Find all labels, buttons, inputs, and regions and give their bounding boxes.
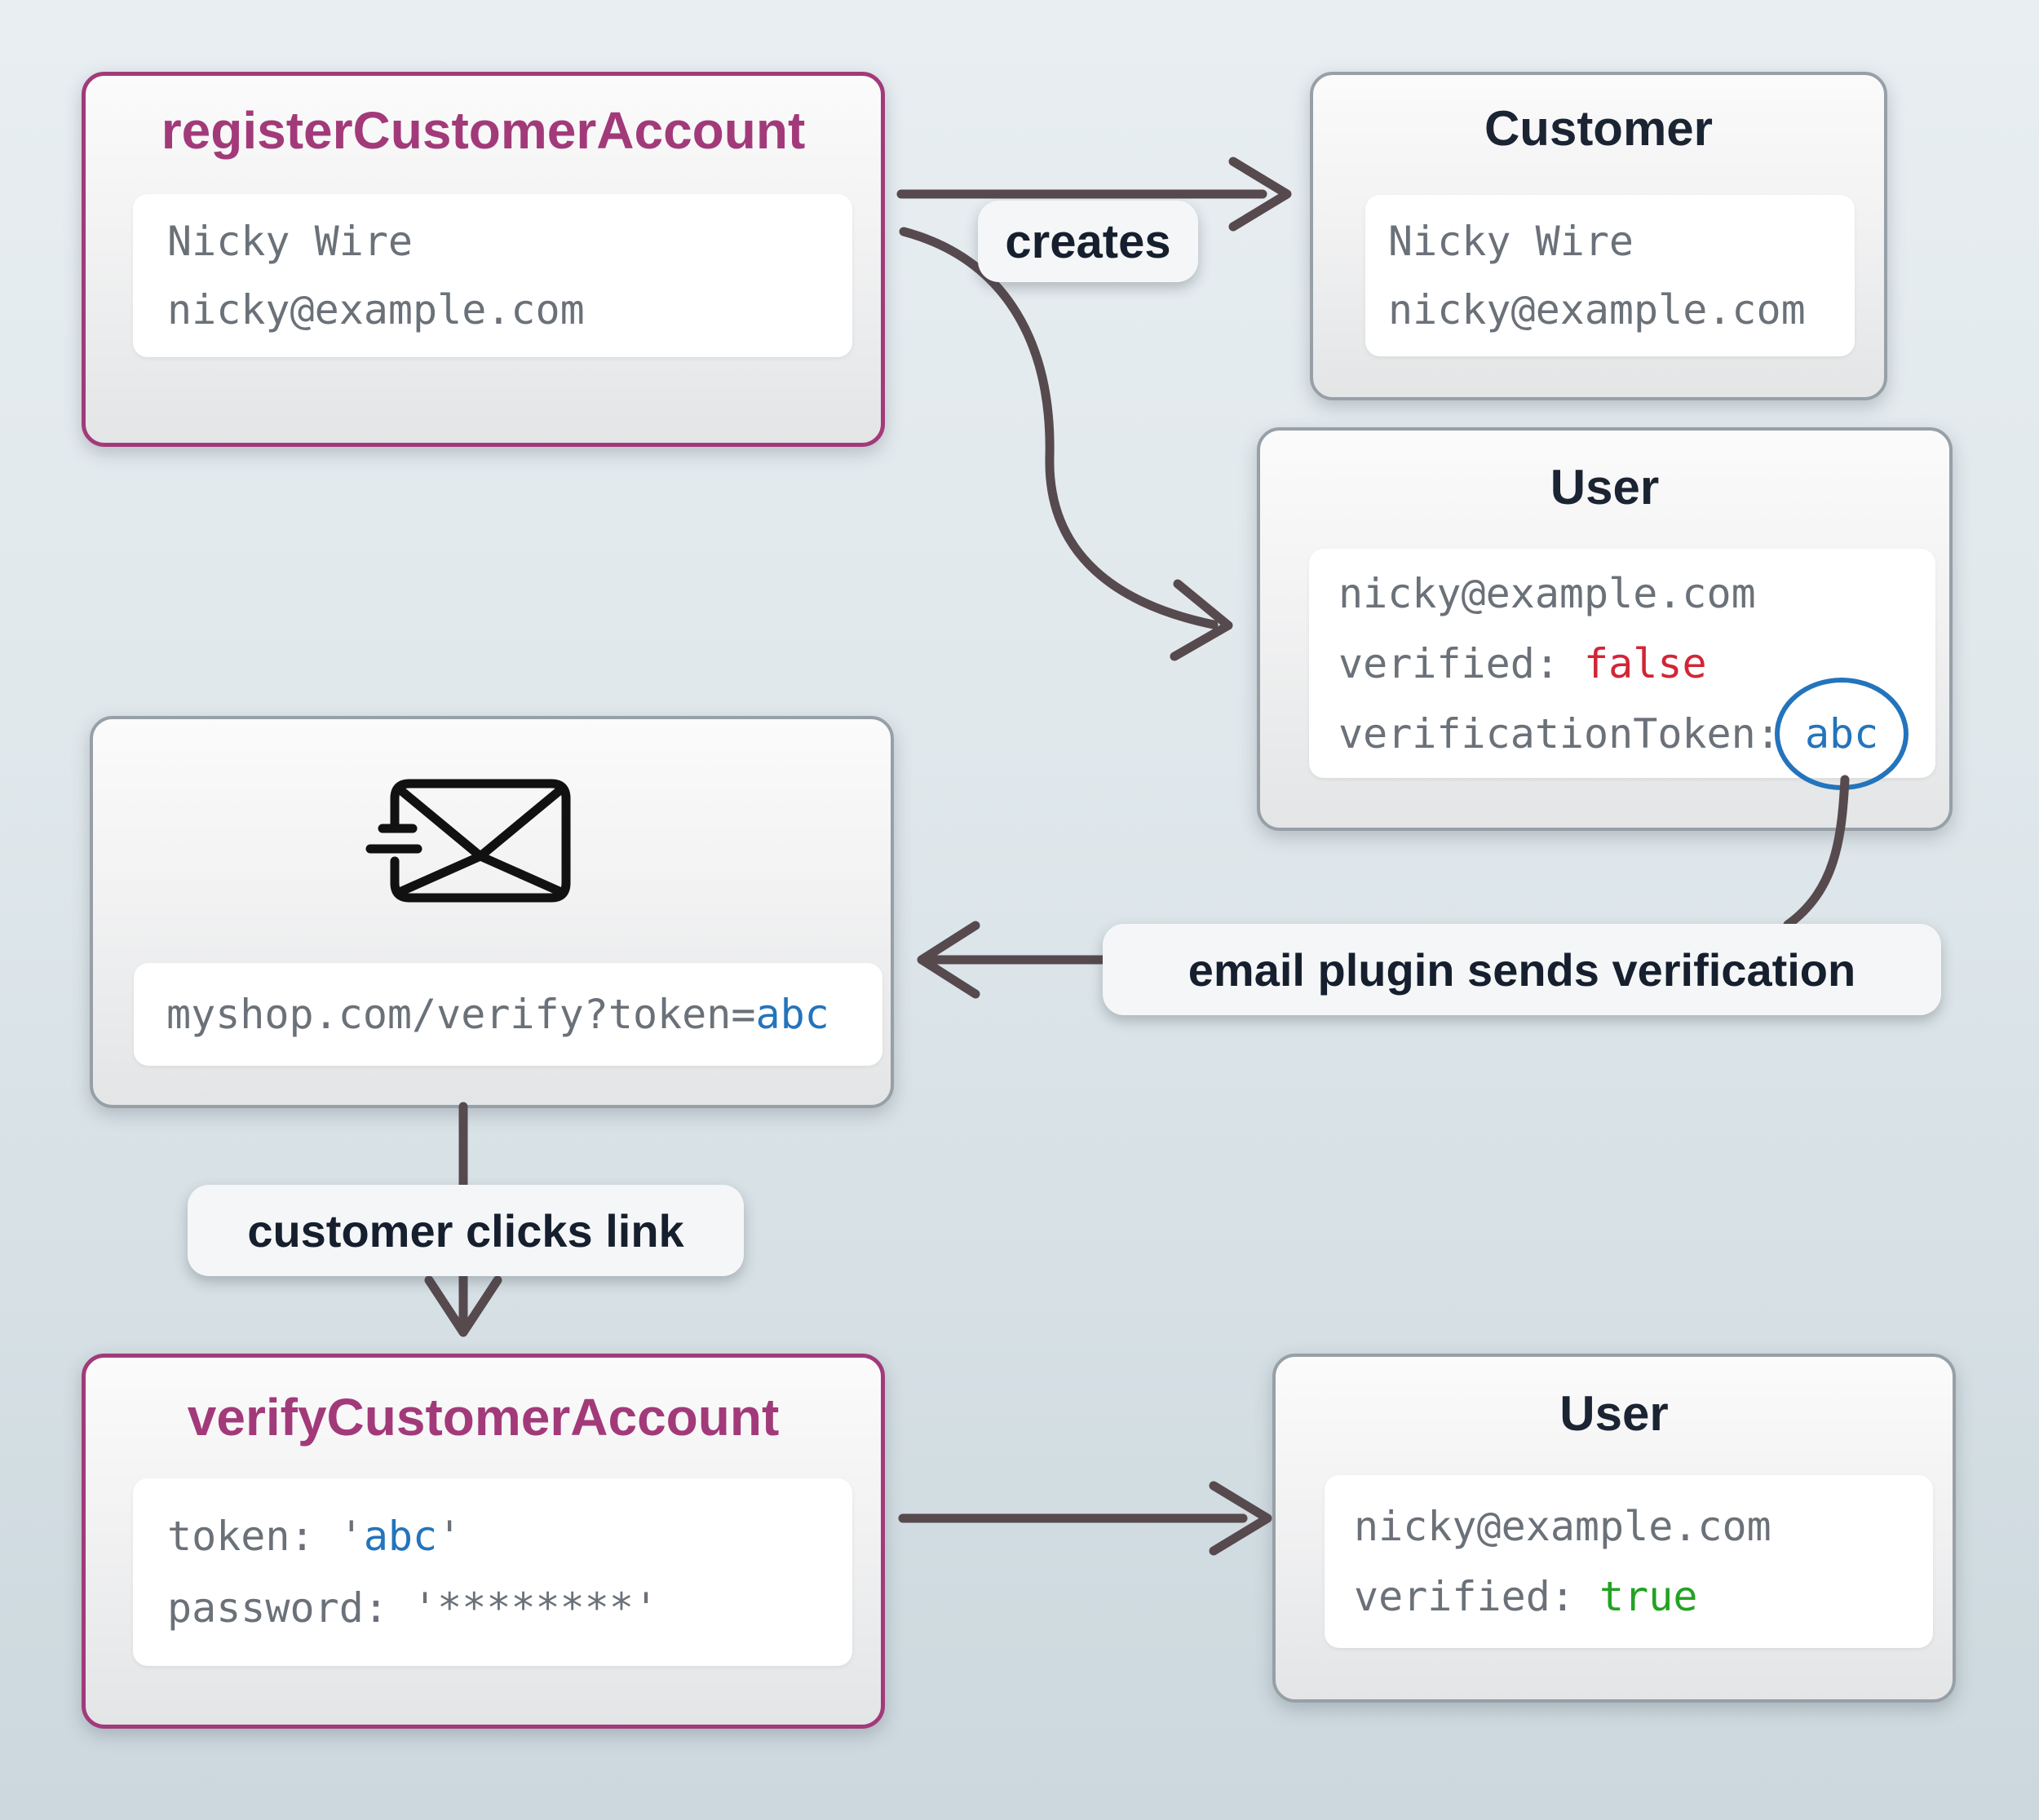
email-send-icon — [362, 778, 574, 908]
customer-name-text: Nicky Wire — [1388, 218, 1634, 265]
verify-password-line: password: '********' — [167, 1584, 852, 1632]
token-value-text: abc — [1804, 709, 1879, 758]
user-unverified-token-line: verificationToken: abc — [1338, 677, 1935, 790]
arrow-register-creates-user — [899, 227, 1233, 661]
verify-password-key: password: — [167, 1584, 414, 1632]
verification-url-prefix: myshop.com/verify?token= — [166, 991, 756, 1038]
user-verified-verified-line: verified: true — [1354, 1573, 1933, 1620]
verified-false-value: false — [1584, 639, 1707, 687]
node-register-customer-account: registerCustomerAccount Nicky Wire nicky… — [82, 72, 885, 447]
node-customer: Customer Nicky Wire nicky@example.com — [1310, 72, 1887, 400]
node-user-unverified: User nicky@example.com verified: false v… — [1257, 427, 1953, 831]
user-unverified-title: User — [1550, 460, 1660, 515]
node-user-verified: User nicky@example.com verified: true — [1272, 1354, 1956, 1703]
user-unverified-verified-line: verified: false — [1338, 640, 1935, 687]
verified-key-text: verified: — [1338, 639, 1585, 687]
verification-link-card: myshop.com/verify?token=abc — [134, 963, 882, 1066]
verify-token-key: token: — [167, 1513, 339, 1560]
node-verify-customer-account: verifyCustomerAccount token: 'abc' passw… — [82, 1354, 885, 1729]
verified-key-text-2: verified: — [1354, 1573, 1600, 1620]
user-verified-title: User — [1559, 1386, 1669, 1441]
open-quote: ' — [338, 1513, 364, 1560]
customer-record-card: Nicky Wire nicky@example.com — [1365, 195, 1855, 356]
verify-input-card: token: 'abc' password: '********' — [133, 1478, 852, 1666]
label-customer-clicks-link: customer clicks link — [188, 1185, 744, 1276]
customer-title: Customer — [1484, 101, 1714, 156]
close-quote: ' — [437, 1513, 462, 1560]
verified-true-value: true — [1599, 1573, 1698, 1620]
verification-url-token: abc — [755, 991, 829, 1038]
label-email-plugin-sends-verification: email plugin sends verification — [1103, 924, 1941, 1015]
node-email-message: myshop.com/verify?token=abc — [90, 716, 894, 1108]
verify-password-value: '********' — [413, 1584, 659, 1632]
register-title: registerCustomerAccount — [161, 101, 806, 160]
register-email-text: nicky@example.com — [167, 286, 585, 334]
token-key-text: verificationToken: — [1338, 709, 1805, 758]
arrow-email-plugin-to-email — [917, 921, 1112, 999]
user-verified-email-text: nicky@example.com — [1354, 1503, 1771, 1550]
verification-link-text: myshop.com/verify?token=abc — [166, 991, 882, 1038]
user-unverified-email-text: nicky@example.com — [1338, 569, 1756, 617]
register-name-text: Nicky Wire — [167, 218, 414, 265]
customer-email-text: nicky@example.com — [1388, 286, 1806, 334]
arrow-verify-to-user — [898, 1481, 1272, 1556]
token-value-circled: abc — [1775, 677, 1909, 790]
user-verified-record-card: nicky@example.com verified: true — [1325, 1475, 1933, 1648]
user-unverified-record-card: nicky@example.com verified: false verifi… — [1309, 549, 1935, 790]
verify-title: verifyCustomerAccount — [187, 1388, 780, 1447]
verify-token-line: token: 'abc' — [167, 1513, 852, 1560]
register-input-card: Nicky Wire nicky@example.com — [133, 194, 852, 357]
label-creates: creates — [978, 201, 1198, 282]
verify-token-value: abc — [363, 1513, 438, 1560]
